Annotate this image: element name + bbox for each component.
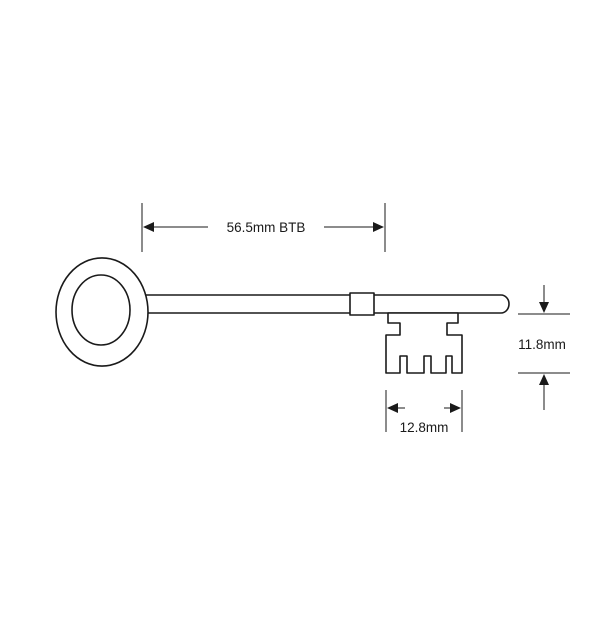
- key-collar: [349, 292, 375, 316]
- bit-height-arrow-top: [539, 302, 549, 313]
- dimension-btb: 56.5mm BTB: [141, 203, 386, 252]
- btb-arrow-right: [373, 222, 384, 232]
- bit-width-arrow-right: [450, 403, 461, 413]
- key-bit: [385, 312, 463, 374]
- btb-arrow-left: [143, 222, 154, 232]
- key-bow: [55, 257, 149, 367]
- bit-height-label: 11.8mm: [518, 337, 566, 352]
- dimension-bit-width: 12.8mm: [385, 390, 463, 435]
- btb-label: 56.5mm BTB: [227, 220, 306, 235]
- key-drawing: [55, 257, 510, 374]
- dimension-bit-height: 11.8mm: [518, 285, 570, 410]
- key-shaft: [132, 294, 510, 314]
- bit-width-arrow-left: [387, 403, 398, 413]
- bit-height-arrow-bottom: [539, 374, 549, 385]
- bit-width-label: 12.8mm: [400, 420, 449, 435]
